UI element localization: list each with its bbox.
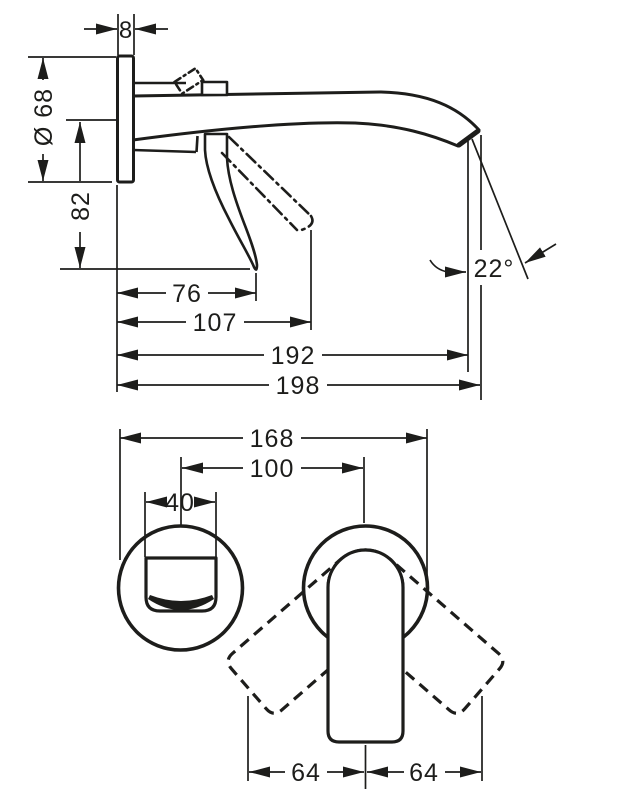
spray-angle-label: 22° bbox=[474, 255, 515, 283]
dim-spout-width-label: 40 bbox=[165, 489, 195, 517]
handle-cap bbox=[200, 80, 229, 97]
spout-aerator-slot bbox=[148, 595, 214, 610]
dim-swing-left-label: 64 bbox=[291, 759, 321, 787]
dim-center-distance-label: 100 bbox=[250, 455, 295, 483]
reference-ticks bbox=[28, 56, 250, 270]
lever-handle-side bbox=[203, 132, 259, 271]
dim-spout-width: 40 bbox=[144, 489, 217, 557]
dash-dot-line bbox=[227, 135, 313, 218]
angle-arrow-leader bbox=[429, 259, 466, 278]
wall-plate bbox=[116, 54, 135, 184]
dim-handle-reach-label: 76 bbox=[172, 280, 202, 308]
dim-swing-right: 64 bbox=[367, 696, 483, 787]
dim-handle-reach-open-label: 107 bbox=[193, 309, 238, 337]
handle-cap-alt-dashdot bbox=[172, 66, 205, 96]
dim-handle-reach-open: 107 bbox=[117, 230, 312, 337]
dim-spout-reach-label: 198 bbox=[276, 372, 321, 400]
dim-escutcheon-diameter: Ø 68 bbox=[30, 58, 58, 181]
bottom-view: 168 100 40 bbox=[116, 425, 505, 789]
dim-spout-reach: 198 bbox=[117, 372, 480, 400]
dim-overall-width-label: 168 bbox=[250, 425, 295, 453]
spout-body bbox=[131, 90, 481, 148]
angle-arrow-leader bbox=[524, 243, 557, 264]
dim-plate-thickness-label: 8 bbox=[119, 17, 133, 44]
dim-swing-left: 64 bbox=[247, 696, 367, 789]
spout-outlet-face bbox=[456, 128, 481, 148]
dim-aerator-reach: 192 bbox=[117, 342, 468, 370]
dash-dot-line bbox=[220, 151, 299, 232]
dim-handle-height-label: 82 bbox=[67, 191, 95, 221]
dim-handle-height: 82 bbox=[67, 122, 95, 268]
angle-dim-spray: 22° bbox=[429, 135, 557, 400]
lever-handle-side-alt-dashdot bbox=[220, 135, 314, 233]
handle-lever-front bbox=[326, 548, 405, 744]
dim-aerator-reach-label: 192 bbox=[271, 342, 316, 370]
dash-dot-line bbox=[296, 214, 314, 233]
dim-escutcheon-diameter-label: Ø 68 bbox=[30, 88, 58, 146]
dim-plate-thickness: 8 bbox=[84, 14, 168, 55]
spout-underside-edge bbox=[195, 135, 199, 153]
spout-underside-line bbox=[132, 148, 197, 154]
spout-cross-section bbox=[144, 556, 218, 613]
spray-angle-line bbox=[471, 138, 529, 280]
side-view: 8 Ø 68 82 bbox=[28, 14, 557, 400]
spout-escutcheon bbox=[116, 524, 245, 652]
dim-center-distance: 100 bbox=[180, 455, 365, 526]
dim-overall-width: 168 bbox=[119, 425, 428, 578]
dim-swing-right-label: 64 bbox=[409, 759, 439, 787]
